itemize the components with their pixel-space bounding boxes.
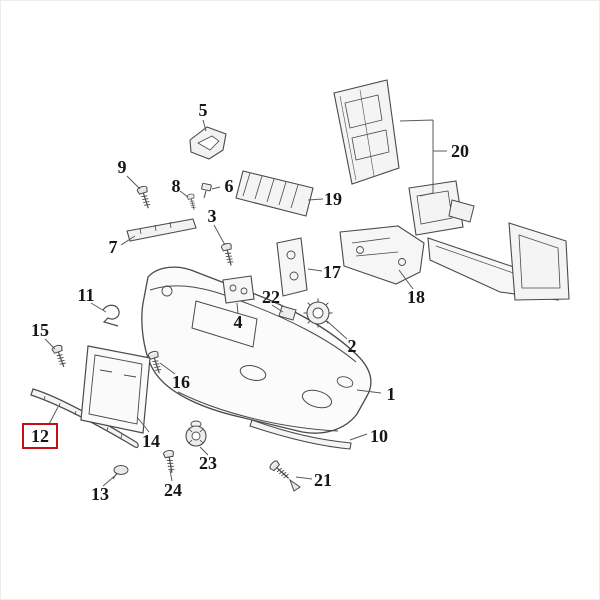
part-label-23: 23	[199, 453, 217, 473]
part-6-fastener	[201, 182, 212, 199]
part-20-mounting-plates	[333, 79, 464, 236]
part-label-24: 24	[164, 480, 182, 500]
leader-lines	[44, 119, 447, 487]
part-label-11: 11	[77, 285, 95, 305]
part-23-grommet	[185, 420, 207, 447]
part-label-16: 16	[172, 372, 190, 392]
part-11-hook-clip	[102, 304, 120, 327]
part-label-4: 4	[233, 312, 243, 332]
part-label-2: 2	[347, 336, 357, 356]
part-19-impact-absorber	[235, 170, 314, 217]
part-1-bumper-cover	[141, 266, 372, 434]
part-4-bracket-plate	[222, 275, 255, 304]
part-label-10: 10	[370, 426, 388, 446]
part-label-13: 13	[91, 484, 109, 504]
part-label-1: 1	[386, 384, 396, 404]
part-21-screw-assembly	[268, 459, 301, 492]
part-label-20: 20	[451, 141, 469, 161]
part-7-mounting-rail	[126, 218, 197, 242]
part-label-3: 3	[207, 206, 217, 226]
part-2-fastener-wheel	[303, 298, 333, 328]
part-label-21: 21	[314, 470, 332, 490]
part-22-clip	[278, 305, 297, 321]
part-label-12-highlighted: 12	[22, 423, 58, 449]
part-8-screw	[186, 192, 199, 212]
part-14-license-plate-bracket	[80, 345, 151, 434]
part-label-22: 22	[262, 287, 280, 307]
part-3-screw	[220, 241, 237, 268]
part-label-7: 7	[108, 237, 118, 257]
part-label-8: 8	[171, 176, 181, 196]
part-5-bracket	[189, 126, 227, 160]
part-label-15: 15	[31, 320, 49, 340]
part-13-cap	[112, 465, 129, 480]
part-10-trim-strip	[249, 419, 352, 450]
part-label-19: 19	[324, 189, 342, 209]
part-label-18: 18	[407, 287, 425, 307]
part-label-5: 5	[198, 100, 208, 120]
part-9-screw	[135, 184, 154, 211]
part-label-6: 6	[224, 176, 234, 196]
part-17-bracket	[276, 237, 308, 297]
part-18-support-bracket	[339, 225, 425, 285]
part-label-14: 14	[142, 431, 160, 451]
part-label-17: 17	[323, 262, 341, 282]
part-label-9: 9	[117, 157, 127, 177]
bumper-reinforcement-bar	[427, 199, 570, 301]
